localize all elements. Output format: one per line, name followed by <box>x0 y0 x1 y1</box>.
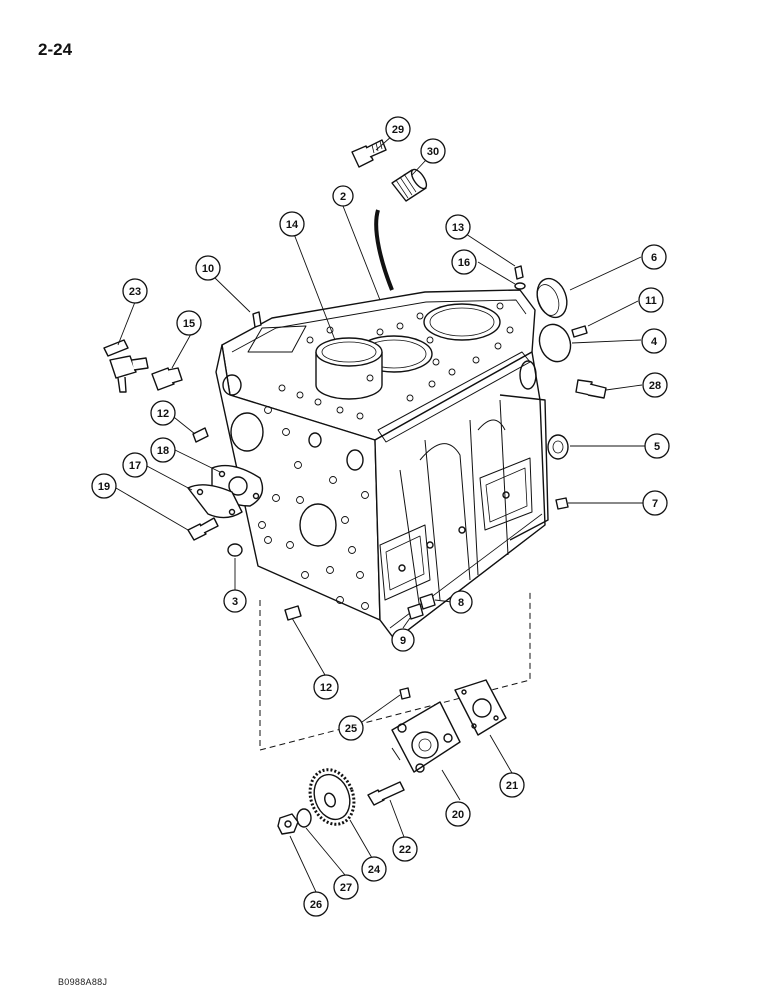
svg-text:22: 22 <box>399 844 411 856</box>
svg-text:5: 5 <box>654 441 660 453</box>
callout-4: 4 <box>641 328 667 354</box>
bolt-19 <box>187 517 219 541</box>
sensor-28 <box>575 379 607 399</box>
callout-9: 9 <box>391 628 415 652</box>
head-gasket-edge <box>374 209 394 291</box>
drawing-code: B0988A88J <box>58 977 108 987</box>
svg-text:15: 15 <box>183 318 195 330</box>
oil-pump-20 <box>391 701 461 773</box>
pin-25 <box>399 687 411 700</box>
svg-text:10: 10 <box>202 263 214 275</box>
pin-11 <box>571 325 588 338</box>
plug-3 <box>227 543 243 557</box>
gear-24 <box>308 768 356 826</box>
plug-9 <box>407 603 424 620</box>
svg-text:11: 11 <box>645 295 657 307</box>
callout-5: 5 <box>644 433 670 459</box>
dowel-13 <box>514 265 524 280</box>
callout-3: 3 <box>223 589 247 613</box>
svg-text:25: 25 <box>345 723 357 735</box>
callout-24: 24 <box>361 856 387 882</box>
callout-25: 25 <box>338 715 364 741</box>
callout-18: 18 <box>150 437 176 463</box>
callout-29: 29 <box>385 116 411 142</box>
callout-22: 22 <box>392 836 418 862</box>
svg-text:9: 9 <box>400 635 406 647</box>
callout-11: 11 <box>638 287 664 313</box>
svg-text:23: 23 <box>129 286 141 298</box>
bolt-22 <box>367 781 405 806</box>
page-number: 2-24 <box>38 40 73 59</box>
callout-21: 21 <box>499 772 525 798</box>
callout-17: 17 <box>122 452 148 478</box>
callout-10: 10 <box>195 255 221 281</box>
svg-text:8: 8 <box>458 597 464 609</box>
callout-15: 15 <box>176 310 202 336</box>
nut-26 <box>277 813 299 835</box>
svg-text:27: 27 <box>340 882 352 894</box>
seal-5 <box>547 434 569 460</box>
svg-text:19: 19 <box>98 481 110 493</box>
callout-6: 6 <box>641 244 667 270</box>
drain-cock-23 <box>103 339 149 393</box>
svg-text:28: 28 <box>649 380 661 392</box>
callout-8: 8 <box>449 590 473 614</box>
svg-text:20: 20 <box>452 809 464 821</box>
svg-text:4: 4 <box>651 336 658 348</box>
callout-30: 30 <box>420 138 446 164</box>
washer-27 <box>296 808 312 828</box>
callout-2: 2 <box>332 185 354 207</box>
svg-text:16: 16 <box>458 257 470 269</box>
svg-text:24: 24 <box>368 864 381 876</box>
svg-text:12: 12 <box>320 682 332 694</box>
callout-26: 26 <box>303 891 329 917</box>
svg-text:6: 6 <box>651 252 657 264</box>
svg-text:3: 3 <box>232 596 238 608</box>
callout-28: 28 <box>642 372 668 398</box>
callout-16: 16 <box>451 249 477 275</box>
callout-20: 20 <box>445 801 471 827</box>
svg-text:26: 26 <box>310 899 322 911</box>
expansion-plug-6 <box>536 277 568 319</box>
callout-13: 13 <box>445 214 471 240</box>
callout-14: 14 <box>279 211 305 237</box>
callout-19: 19 <box>91 473 117 499</box>
callout-27: 27 <box>333 874 359 900</box>
svg-text:12: 12 <box>157 408 169 420</box>
washer-16 <box>514 282 526 290</box>
svg-text:13: 13 <box>452 222 464 234</box>
svg-text:29: 29 <box>392 124 404 136</box>
svg-text:30: 30 <box>427 146 439 158</box>
svg-text:7: 7 <box>652 498 658 510</box>
svg-text:2: 2 <box>340 191 346 203</box>
callout-12-lower: 12 <box>313 674 339 700</box>
plug-7 <box>555 497 569 510</box>
plug-29 <box>351 139 387 168</box>
dowel-10 <box>252 311 262 328</box>
dowel-12-lower <box>284 605 302 621</box>
callout-12-upper: 12 <box>150 400 176 426</box>
cover-17 <box>187 484 243 519</box>
dowel-12-upper <box>192 427 209 443</box>
alignment-frame <box>259 590 531 751</box>
sleeve-30 <box>391 168 428 202</box>
engine-block <box>215 289 549 641</box>
callout-23: 23 <box>122 278 148 304</box>
callout-7: 7 <box>642 490 668 516</box>
svg-text:14: 14 <box>286 219 299 231</box>
svg-text:18: 18 <box>157 445 169 457</box>
expansion-plug-4 <box>538 323 572 363</box>
plug-8 <box>419 593 436 610</box>
fitting-15 <box>151 367 183 391</box>
svg-text:17: 17 <box>129 460 141 472</box>
svg-text:21: 21 <box>506 780 518 792</box>
gasket-21 <box>454 679 507 736</box>
